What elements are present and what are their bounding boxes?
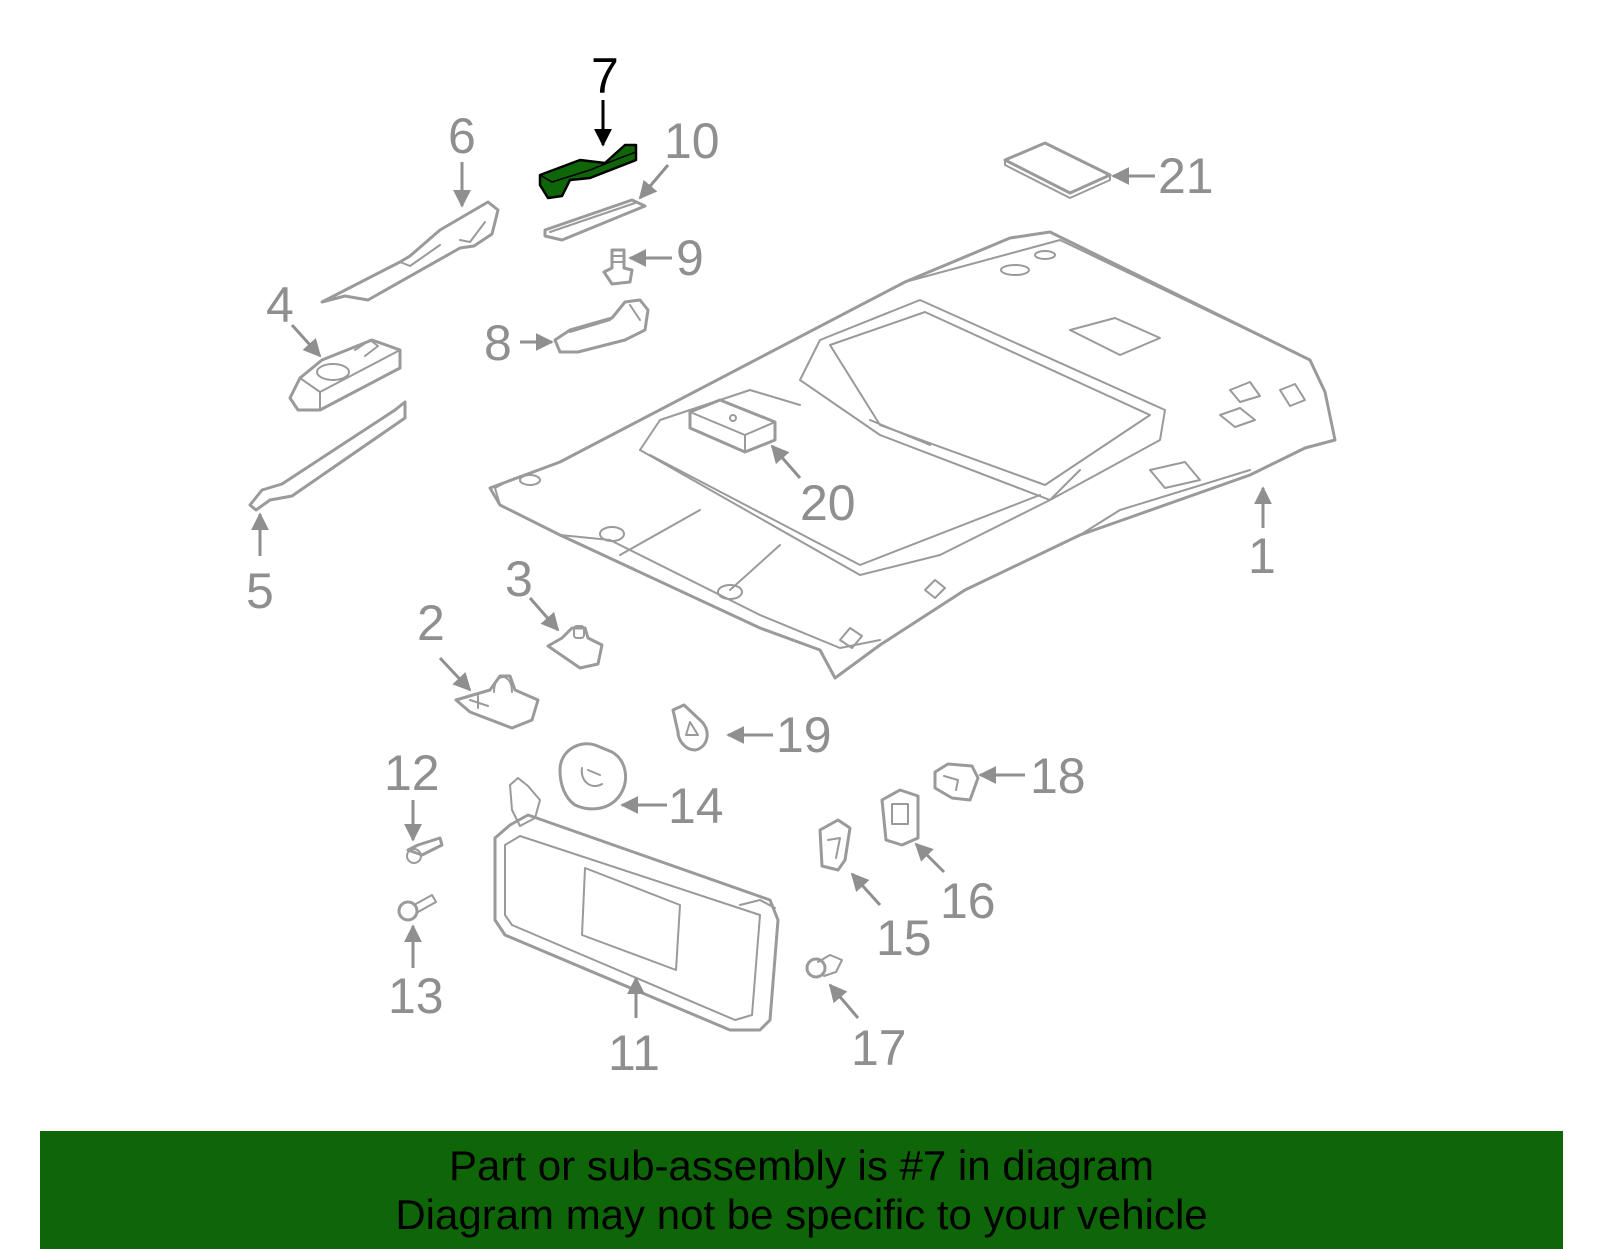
part-19-bulb — [671, 703, 709, 752]
banner-line-disclaimer: Diagram may not be specific to your vehi… — [395, 1191, 1208, 1238]
callout-21: 21 — [1158, 148, 1214, 204]
callout-14: 14 — [668, 778, 724, 834]
part-10-strip — [543, 198, 647, 242]
part-6-trim — [320, 200, 500, 304]
callout-7-highlighted: 7 — [591, 48, 619, 104]
callout-10: 10 — [664, 113, 720, 169]
callout-17: 17 — [851, 1020, 907, 1076]
callout-19: 19 — [776, 707, 832, 763]
part-info-banner: Part or sub-assembly is #7 in diagram Di… — [40, 1131, 1563, 1249]
part-21-pad — [1003, 141, 1112, 199]
part-4-lamp — [288, 338, 402, 412]
callout-13: 13 — [388, 968, 444, 1024]
part-14-visor-clip — [558, 742, 628, 811]
parts-diagram: 1 2 3 4 5 6 7 8 9 10 11 12 13 14 15 16 1… — [246, 48, 1337, 1081]
callout-1: 1 — [1248, 528, 1276, 584]
part-1-headliner — [488, 230, 1337, 680]
callout-20: 20 — [800, 475, 856, 531]
leader-lines — [251, 100, 1272, 1019]
callout-11: 11 — [608, 1025, 660, 1081]
callout-18: 18 — [1030, 748, 1086, 804]
part-16-cover — [880, 788, 920, 847]
part-20-overhead-console — [688, 398, 777, 454]
part-8-grab-handle — [553, 298, 650, 354]
part-2-bracket — [454, 674, 540, 730]
part-17-clip — [805, 954, 843, 979]
callout-15: 15 — [876, 910, 932, 966]
callout-3: 3 — [505, 551, 533, 607]
part-12-screw — [406, 836, 444, 864]
callout-2: 2 — [417, 595, 445, 651]
part-13-screw — [397, 894, 437, 922]
callout-6: 6 — [448, 108, 476, 164]
callout-9: 9 — [676, 230, 704, 286]
part-18-clip — [933, 762, 980, 802]
part-7-highlighted — [538, 143, 638, 200]
callout-4: 4 — [266, 277, 294, 333]
banner-line-part-number: Part or sub-assembly is #7 in diagram — [449, 1142, 1154, 1189]
callout-5: 5 — [246, 563, 274, 619]
part-9-fastener — [602, 248, 634, 286]
part-15-clip — [818, 818, 852, 872]
callout-12: 12 — [384, 745, 440, 801]
callout-8: 8 — [484, 315, 512, 371]
part-3-clip — [546, 625, 604, 670]
part-5-trim-strip — [248, 400, 407, 512]
part-11-sun-visor — [493, 777, 780, 1032]
callout-labels: 1 2 3 4 5 6 7 8 9 10 11 12 13 14 15 16 1… — [246, 48, 1276, 1081]
callout-16: 16 — [940, 873, 996, 929]
